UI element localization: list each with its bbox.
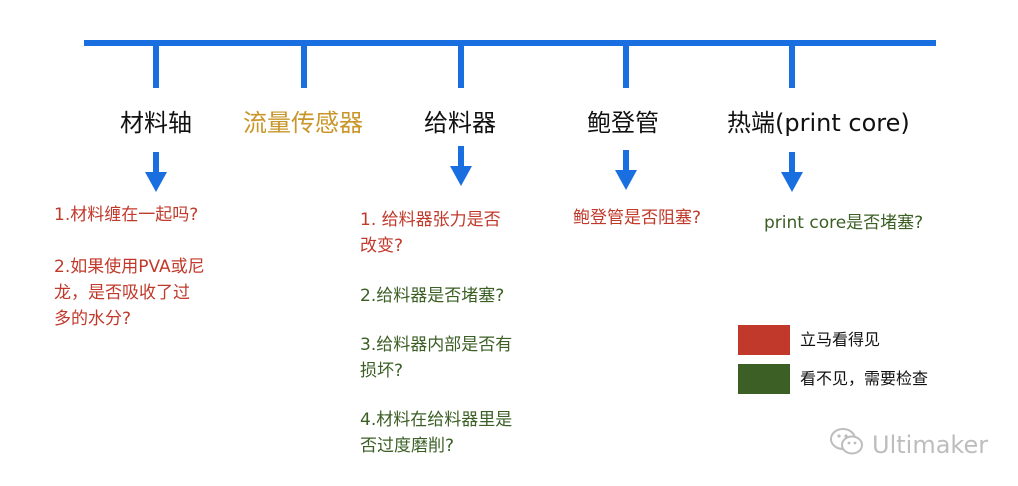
- arrow-down-icon: [615, 150, 637, 190]
- legend-label-visible: 立马看得见: [800, 330, 881, 349]
- connector-bowden: [623, 44, 629, 88]
- connector-printcore: [789, 44, 795, 88]
- question-spool-2: 2.如果使用PVA或尼 龙，是否吸收了过 多的水分?: [54, 257, 205, 329]
- connector-feeder: [458, 44, 464, 88]
- category-flow-sensor: 流量传感器: [243, 109, 363, 137]
- arrow-down-icon: [781, 152, 803, 192]
- question-printcore-1: print core是否堵塞?: [764, 213, 924, 233]
- category-bowden: 鲍登管: [587, 109, 659, 137]
- watermark: Ultimaker: [830, 428, 988, 462]
- legend-label-inspect: 看不见，需要检查: [800, 369, 929, 388]
- timeline-bar: [84, 40, 936, 46]
- legend-swatch-inspect: [738, 364, 790, 394]
- arrow-down-icon: [450, 146, 472, 186]
- connector-spool: [153, 44, 159, 88]
- question-bowden-1: 鲍登管是否阻塞?: [573, 208, 702, 228]
- category-feeder: 给料器: [424, 109, 496, 137]
- question-feeder-4: 4.材料在给料器里是 否过度磨削?: [360, 410, 513, 456]
- connector-flow-sensor: [301, 44, 307, 88]
- arrow-down-icon: [145, 152, 167, 192]
- category-spool: 材料轴: [120, 109, 192, 137]
- legend-swatch-visible: [738, 325, 790, 355]
- wechat-icon: [830, 427, 864, 463]
- question-feeder-3: 3.给料器内部是否有 损坏?: [360, 335, 513, 381]
- watermark-text: Ultimaker: [872, 431, 989, 459]
- question-feeder-2: 2.给料器是否堵塞?: [360, 286, 505, 306]
- question-spool-1: 1.材料缠在一起吗?: [54, 205, 199, 225]
- question-feeder-1: 1. 给料器张力是否 改变?: [360, 210, 501, 256]
- category-printcore: 热端(print core): [727, 109, 910, 137]
